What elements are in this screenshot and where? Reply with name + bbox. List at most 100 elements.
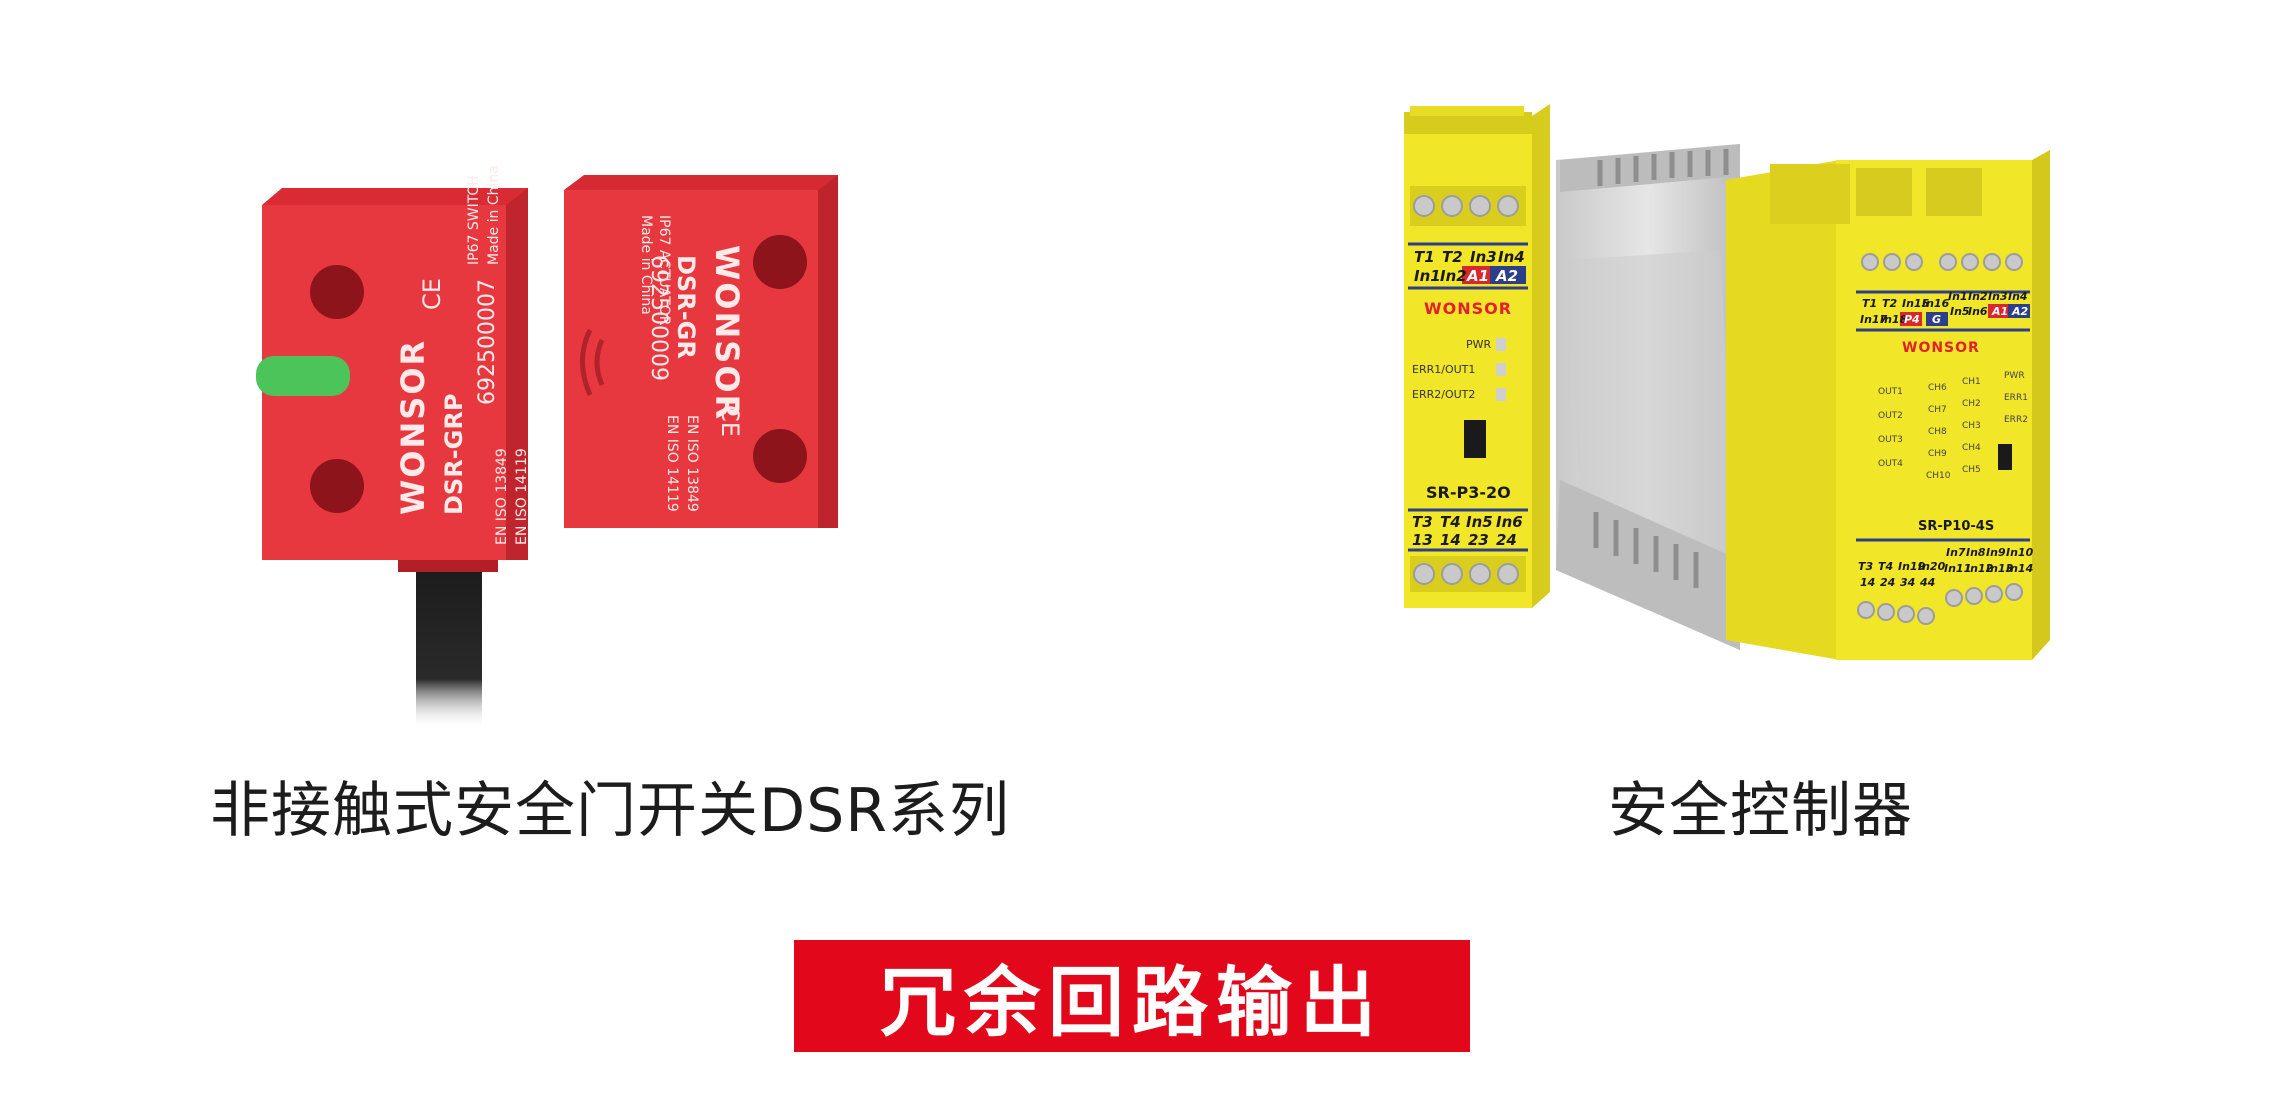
- switch-mount-hole-top: [310, 265, 364, 319]
- switch-spec: IP67 SWITCH: [466, 175, 482, 265]
- large-top-r1-1: T2: [1882, 297, 1898, 310]
- switch-std2: EN ISO 14119: [514, 448, 530, 545]
- right-caption: 安全控制器: [1608, 776, 1913, 846]
- safety-controller-small: T1 T2 In3 In4 In1 In2 A1 A2 WONSOR PWR E…: [1404, 104, 1550, 608]
- large-top-r2-0: In17: [1860, 313, 1888, 326]
- small-led-pwr: PWR: [1466, 338, 1492, 351]
- small-usb-port: [1464, 420, 1486, 458]
- large-top-r2-2: P4: [1904, 313, 1920, 326]
- large-bot-r2-2: 34: [1900, 576, 1915, 589]
- actuator-std2: EN ISO 14119: [664, 415, 680, 512]
- small-bot-r1-2: In5: [1466, 513, 1493, 531]
- large-ch-b-2: CH3: [1962, 421, 1981, 431]
- large-top-r1-4: In1: [1948, 290, 1968, 303]
- large-bot-r2-4: In11: [1944, 562, 1971, 575]
- large-ch-a-3: CH9: [1928, 449, 1947, 459]
- large-bot-r1-6: In9: [1986, 546, 2006, 559]
- large-model: SR-P10-4S: [1918, 519, 1994, 534]
- small-top-r1-1: T2: [1442, 248, 1463, 266]
- small-top-r2-0: In1: [1414, 267, 1441, 285]
- small-bottom-screws: [1413, 563, 1519, 585]
- small-bot-r2-3: 24: [1496, 531, 1517, 549]
- small-bot-r2-1: 14: [1440, 531, 1461, 549]
- large-ch-b-4: CH5: [1962, 465, 1981, 475]
- switch-model: DSR-GRP: [440, 394, 468, 515]
- small-top-r1-2: In3: [1470, 248, 1497, 266]
- actuator-embossed-symbol: [580, 328, 605, 396]
- large-grey-vents: [1560, 144, 1740, 192]
- small-bot-r1-3: In6: [1496, 513, 1523, 531]
- large-bot-r2-5: In12: [1966, 562, 1994, 575]
- switch-green-led-strip: [256, 356, 350, 396]
- large-ch-b-1: CH2: [1962, 399, 1981, 409]
- large-bot-r1-1: T4: [1878, 560, 1893, 573]
- large-ch-b-3: CH4: [1962, 443, 1981, 453]
- large-top-r2-1: In18: [1880, 313, 1908, 326]
- large-bot-r1-7: In10: [2006, 546, 2034, 559]
- small-top-r1-3: In4: [1498, 248, 1525, 266]
- large-top-r1-0: T1: [1862, 297, 1877, 310]
- large-bottom-screws: [1857, 583, 2023, 625]
- large-usb-port: [1998, 444, 2012, 470]
- small-bot-r1-0: T3: [1412, 513, 1433, 531]
- small-top-r2-1: In2: [1440, 267, 1467, 285]
- switch-code: 692500007: [475, 279, 500, 405]
- actuator-spec: IP67 ACTUATOR: [656, 215, 672, 326]
- large-top-r2-5: In6: [1968, 305, 1988, 318]
- small-top-r2-3: A2: [1495, 267, 1518, 285]
- switch-origin: Made in China: [486, 165, 502, 265]
- small-brand: WONSOR: [1424, 299, 1512, 318]
- safety-controller-large: T1 T2 In15 In16 In1 In2 In3 In4 In17 In1…: [1556, 144, 2050, 660]
- small-top-r1-0: T1: [1414, 248, 1435, 266]
- switch-mount-hole-bottom: [310, 459, 364, 513]
- large-bot-r2-0: 14: [1860, 576, 1875, 589]
- large-ch-b-0: CH1: [1962, 377, 1981, 387]
- large-top-r1-3: In16: [1922, 297, 1950, 310]
- small-model: SR-P3-2O: [1426, 483, 1511, 502]
- actuator-code: 692500009: [646, 255, 671, 381]
- large-bot-r2-6: In13: [1986, 562, 2014, 575]
- large-out-2: OUT2: [1878, 411, 1903, 421]
- actuator-mount-hole-bottom: [753, 429, 807, 483]
- small-led-err1: ERR1/OUT1: [1412, 363, 1475, 376]
- large-top-r1-6: In3: [1988, 290, 2008, 303]
- large-ch-a-0: CH6: [1928, 383, 1947, 393]
- small-bot-r2-0: 13: [1412, 531, 1433, 549]
- large-ch-a-2: CH8: [1928, 427, 1947, 437]
- switch-brand: WONSOR: [394, 339, 432, 515]
- large-out-3: OUT3: [1878, 435, 1903, 445]
- large-top-r1-5: In2: [1968, 290, 1988, 303]
- switch-ce-mark: CE: [418, 278, 446, 310]
- small-top-screws: [1413, 195, 1519, 217]
- large-bot-r1-3: In20: [1918, 560, 1946, 573]
- large-bot-r1-4: In7: [1946, 546, 1966, 559]
- large-status-err1: ERR1: [2004, 393, 2028, 403]
- small-led-err2: ERR2/OUT2: [1412, 388, 1475, 401]
- actuator-std1: EN ISO 13849: [684, 415, 700, 512]
- actuator-brand: WONSOR: [708, 245, 746, 421]
- large-bot-r2-3: 44: [1919, 576, 1935, 589]
- large-top-r2-7: A2: [2011, 305, 2029, 318]
- switch-cable: [416, 560, 482, 730]
- large-bot-r1-0: T3: [1858, 560, 1874, 573]
- safety-actuator: IP67 ACTUATOR Made in China WONSOR DSR-G…: [564, 175, 838, 528]
- large-bot-r2-7: In14: [2006, 562, 2033, 575]
- large-status-pwr: PWR: [2004, 371, 2025, 381]
- small-top-r2-2: A1: [1466, 267, 1489, 285]
- large-top-r2-3: G: [1932, 313, 1941, 326]
- actuator-origin: Made in China: [638, 215, 654, 315]
- large-bot-r1-2: In19: [1898, 560, 1926, 573]
- large-ch-a-1: CH7: [1928, 405, 1947, 415]
- switch-std1: EN ISO 13849: [494, 448, 510, 545]
- actuator-ce-mark: CE: [716, 405, 744, 437]
- large-ch-a-4: CH10: [1926, 471, 1951, 481]
- small-bot-r1-1: T4: [1440, 513, 1461, 531]
- redundant-output-banner: 冗余回路输出: [794, 940, 1470, 1052]
- large-status-err2: ERR2: [2004, 415, 2028, 425]
- left-caption: 非接触式安全门开关DSR系列: [210, 776, 1010, 846]
- large-bot-r1-5: In8: [1966, 546, 1986, 559]
- large-out-4: OUT4: [1878, 459, 1903, 469]
- large-top-r1-2: In15: [1902, 297, 1930, 310]
- small-bot-r2-2: 23: [1468, 531, 1489, 549]
